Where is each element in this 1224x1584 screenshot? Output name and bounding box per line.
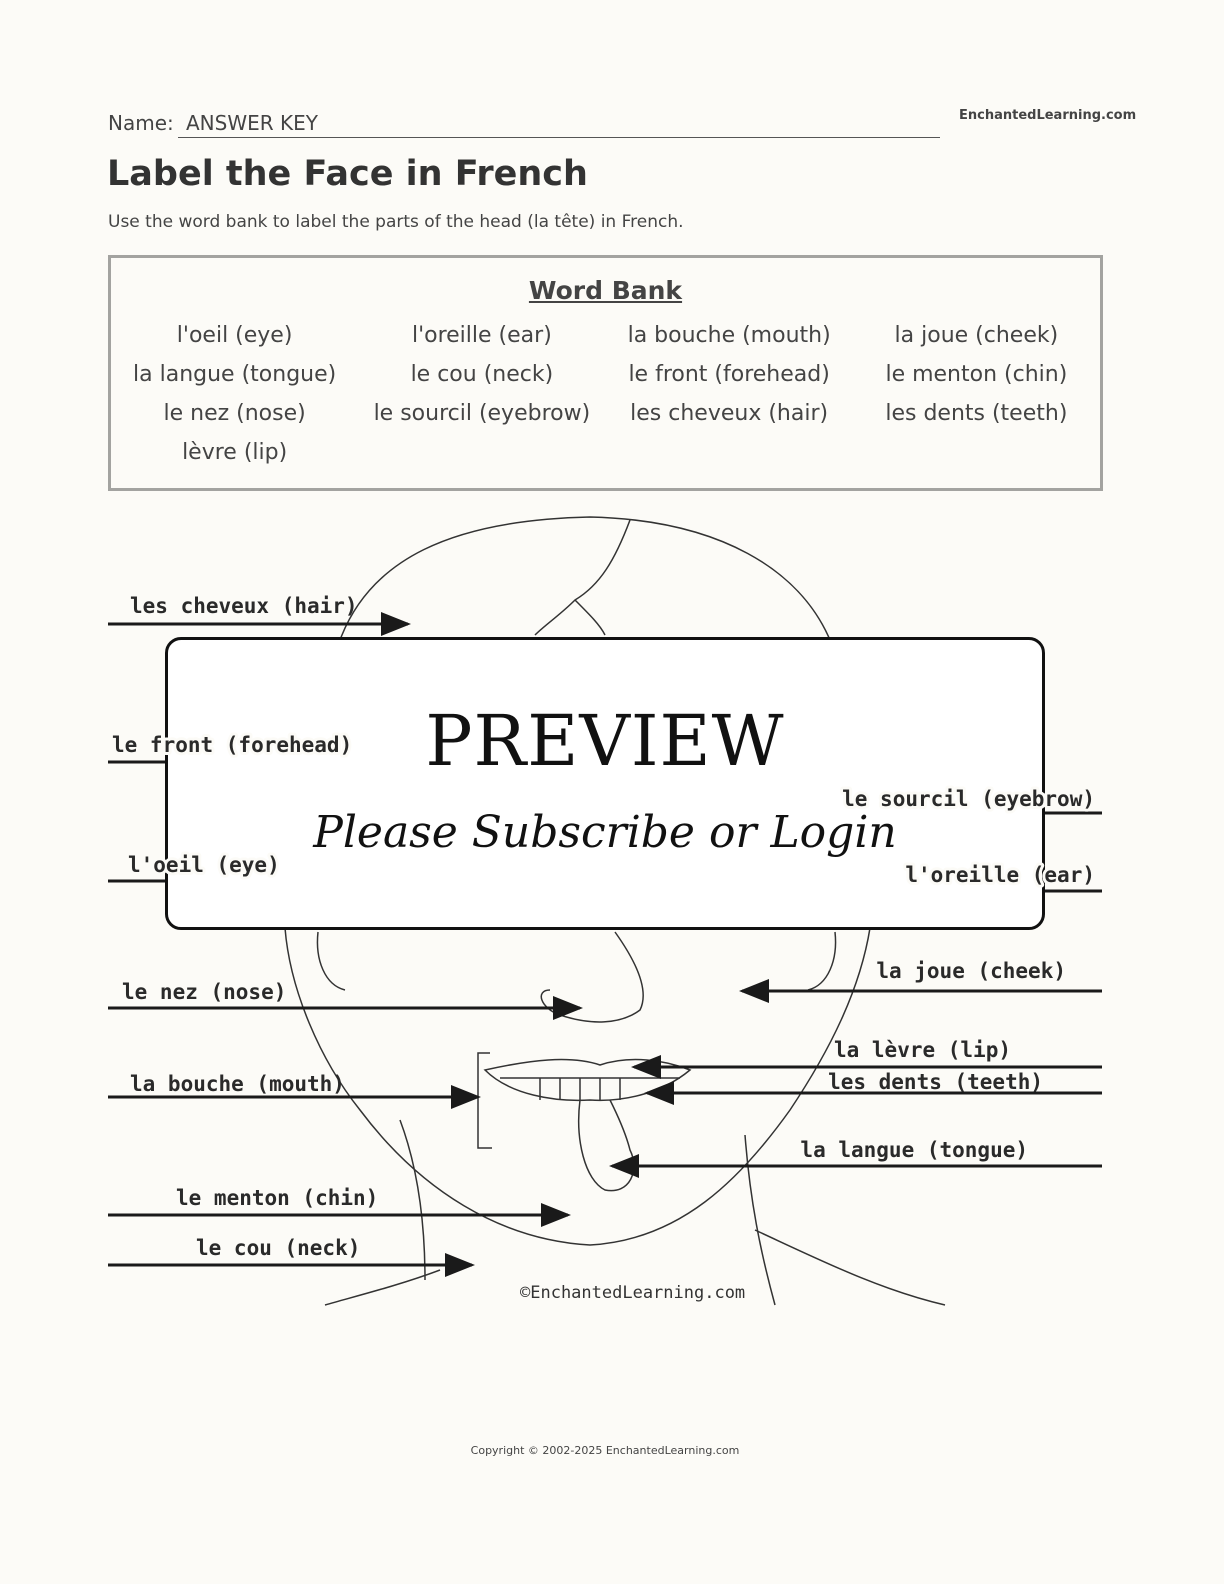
instructions: Use the word bank to label the parts of …: [108, 212, 684, 232]
diagram-credit: ©EnchantedLearning.com: [520, 1283, 745, 1303]
label-mouth: la bouche (mouth): [130, 1072, 345, 1096]
label-lip: la lèvre (lip): [834, 1038, 1011, 1062]
preview-overlay[interactable]: PREVIEW Please Subscribe or Login: [165, 637, 1045, 930]
word-bank-item: le front (forehead): [628, 362, 830, 387]
word-bank-item: les cheveux (hair): [630, 401, 829, 426]
word-bank-item: le sourcil (eyebrow): [373, 401, 591, 426]
word-bank-item: le menton (chin): [885, 362, 1068, 387]
subscribe-login-link[interactable]: Please Subscribe or Login: [313, 807, 897, 858]
label-nose: le nez (nose): [122, 980, 286, 1004]
label-neck: le cou (neck): [196, 1236, 360, 1260]
label-chin: le menton (chin): [176, 1186, 378, 1210]
word-bank-item: l'oreille (ear): [411, 323, 552, 348]
copyright: Copyright © 2002-2025 EnchantedLearning.…: [470, 1444, 740, 1457]
label-teeth: les dents (teeth): [828, 1070, 1043, 1094]
word-bank-item: la bouche (mouth): [627, 323, 831, 348]
name-underline: [178, 137, 940, 138]
page-title: Label the Face in French: [107, 154, 588, 194]
site-logo[interactable]: EnchantedLearning.com: [959, 108, 1137, 123]
word-bank-item: le cou (neck): [410, 362, 554, 387]
word-bank-item: les dents (teeth): [885, 401, 1068, 426]
word-bank-item: le nez (nose): [163, 401, 306, 426]
name-value: ANSWER KEY: [186, 111, 318, 135]
word-bank-item: l'oeil (eye): [176, 323, 293, 348]
word-bank-item: la joue (cheek): [894, 323, 1059, 348]
label-tongue: la langue (tongue): [800, 1138, 1028, 1162]
word-bank-grid: l'oeil (eye) l'oreille (ear) la bouche (…: [111, 320, 1100, 468]
word-bank-title: Word Bank: [528, 276, 683, 305]
word-bank-item: lèvre (lip): [182, 440, 288, 465]
label-hair: les cheveux (hair): [130, 594, 358, 618]
word-bank: Word Bank l'oeil (eye) l'oreille (ear) l…: [108, 255, 1103, 491]
preview-title: PREVIEW: [425, 700, 785, 782]
label-cheek: la joue (cheek): [876, 959, 1066, 983]
head-outline: [284, 516, 946, 1306]
name-label: Name:: [108, 111, 174, 135]
word-bank-item: la langue (tongue): [133, 362, 337, 387]
label-arrows: [108, 612, 1102, 1277]
